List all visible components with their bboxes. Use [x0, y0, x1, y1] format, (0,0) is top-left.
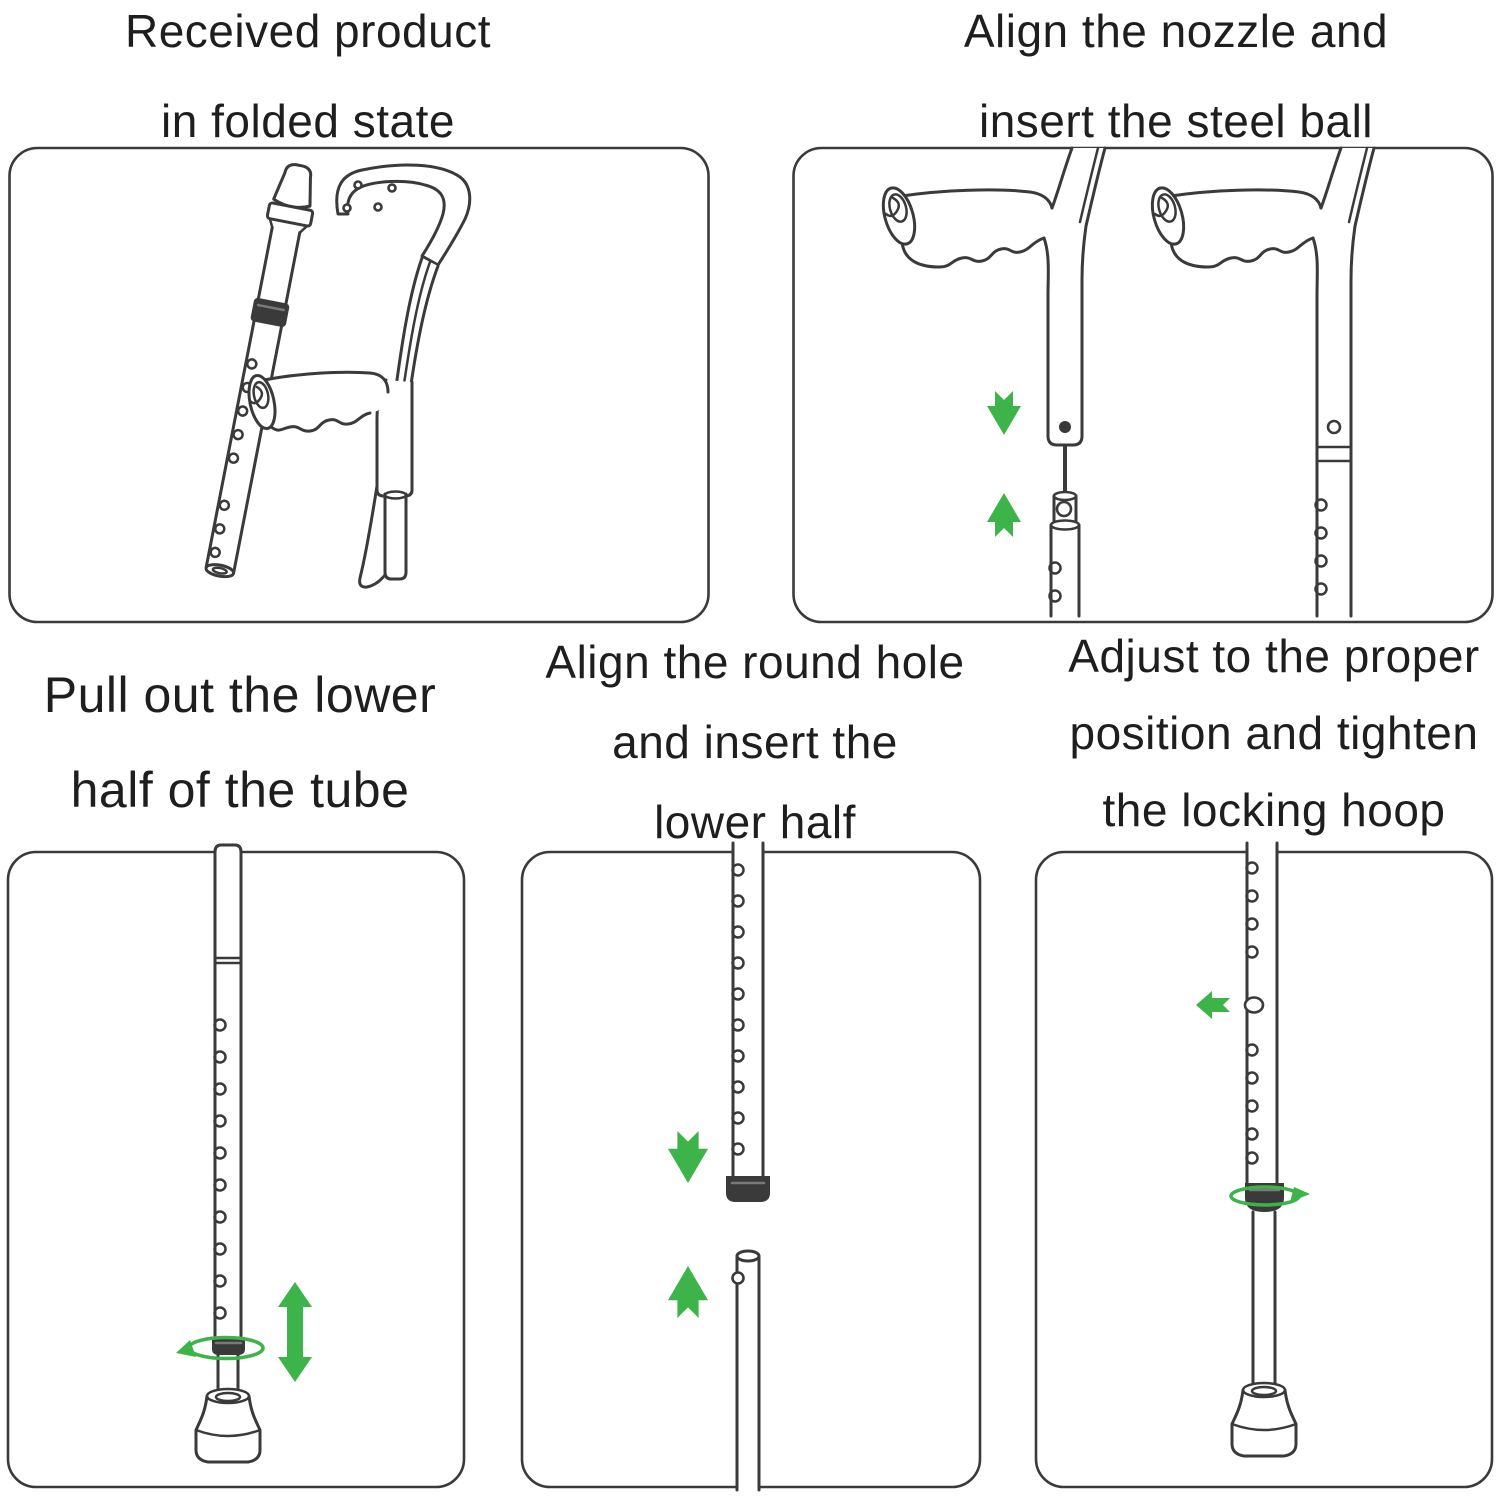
caption-line: Align the nozzle and [963, 5, 1389, 57]
locking-hoop [726, 1176, 770, 1202]
adjustment-holes [213, 1018, 227, 1320]
rotate-ellipse-icon [1229, 1185, 1310, 1207]
lower-tube [216, 1353, 240, 1392]
left-arrow-icon [1196, 991, 1230, 1019]
rubber-ferrule [1230, 1381, 1298, 1458]
caption-line: in folded state [161, 95, 455, 147]
caption-line: and insert the [612, 716, 898, 768]
crutch-right-assembled [1145, 146, 1376, 618]
locking-hoop [212, 1337, 245, 1355]
step1-caption: Received product in folded state [58, 0, 558, 166]
panel-step2-steel-ball [792, 146, 1494, 624]
caption-line: Align the round hole [545, 636, 965, 688]
folded-lower-tube [204, 163, 315, 579]
panel-step5-tighten-hoop [1034, 841, 1494, 1489]
steel-ball-hole [1059, 421, 1071, 433]
caption-line: position and tighten [1069, 707, 1479, 759]
up-arrow-icon [667, 1266, 709, 1318]
caption-line: Pull out the lower [43, 667, 437, 723]
lower-tube [731, 1249, 761, 1492]
rotate-ellipse-icon [176, 1335, 265, 1361]
caption-line: insert the steel ball [978, 95, 1374, 147]
upper-tube [213, 843, 243, 1339]
upper-tube [726, 841, 770, 1202]
step4-caption: Align the round hole and insert the lowe… [505, 622, 1005, 862]
down-arrow-icon [987, 391, 1021, 435]
adjustment-holes [1314, 498, 1328, 596]
nozzle [1052, 490, 1078, 523]
cuff-rivets [342, 180, 397, 213]
step5-caption: Adjust to the proper position and tighte… [1024, 618, 1500, 849]
caption-line: lower half [654, 796, 856, 848]
panel-step1-folded-crutch [8, 146, 710, 624]
caption-line: Received product [125, 5, 491, 57]
lower-tube [1251, 1210, 1277, 1386]
hand-grip [247, 370, 390, 433]
caption-line: the locking hoop [1102, 784, 1446, 836]
rubber-ferrule [194, 1387, 262, 1464]
panel-step3-pull-out [6, 843, 466, 1489]
round-hole [731, 1271, 745, 1285]
step2-caption: Align the nozzle and insert the steel ba… [926, 0, 1426, 166]
panel-step4-align-insert [520, 841, 982, 1492]
up-arrow-icon [987, 493, 1021, 537]
steel-ball-hole [1326, 419, 1342, 435]
panel-border [792, 146, 1494, 624]
up-down-arrow-icon [278, 1282, 312, 1382]
adjustment-holes [731, 863, 745, 1156]
crutch-left-disassembled [876, 146, 1107, 618]
round-hole [1243, 996, 1265, 1014]
down-arrow-icon [667, 1131, 709, 1183]
arm-cuff [335, 163, 472, 267]
caption-line: half of the tube [70, 762, 410, 818]
panel-border [8, 146, 710, 624]
step3-caption: Pull out the lower half of the tube [0, 648, 490, 838]
upper-tube [1243, 841, 1279, 1185]
adjustment-holes [1245, 861, 1259, 1165]
caption-line: Adjust to the proper [1068, 630, 1480, 682]
crutch-body [247, 163, 472, 589]
